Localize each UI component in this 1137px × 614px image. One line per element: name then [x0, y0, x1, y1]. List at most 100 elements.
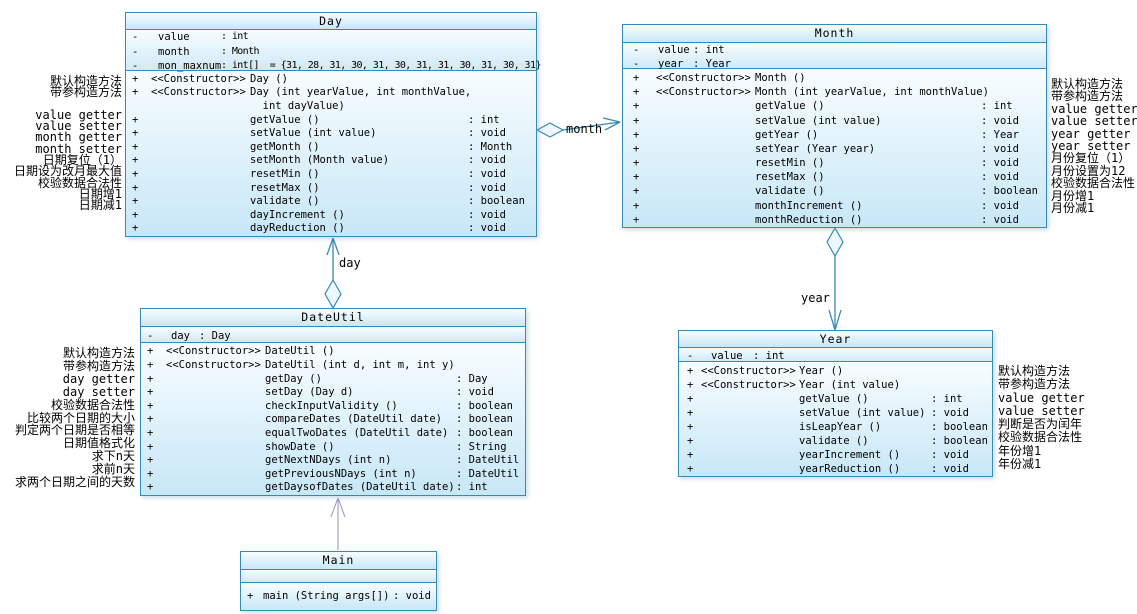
methods-compartment: +main (String args[]): void	[241, 583, 436, 610]
note-line: 默认构造方法	[49, 74, 122, 88]
note-line: 日期值格式化	[62, 436, 135, 451]
note-line: value setter	[998, 403, 1085, 418]
method-row: +isLeapYear (): boolean	[687, 421, 988, 433]
attribute-row: -year: Year	[633, 58, 731, 70]
method-row: +setValue (int value): void	[687, 407, 969, 419]
note-line: 月份设置为12	[1051, 163, 1126, 178]
note-line: value getter	[998, 390, 1085, 405]
class-title-day: Day	[126, 13, 536, 30]
edge-dateutil-day[interactable]	[324, 237, 342, 310]
note-line: 校验数据合法性	[1051, 176, 1136, 191]
note-line: 月份增1	[1051, 188, 1095, 203]
edge-month-year[interactable]	[826, 226, 844, 331]
attributes-compartment: -value: int	[679, 348, 992, 362]
note-line: month getter	[35, 130, 122, 145]
note-line: 求两个日期之间的天数	[14, 475, 135, 490]
method-row: +<<Constructor>>Month ()	[633, 71, 806, 84]
method-row: +<<Constructor>>Month (int yearValue, in…	[633, 86, 989, 99]
attribute-row: -value: int	[687, 350, 785, 362]
note-line: 带参构造方法	[62, 358, 135, 373]
method-row: +setValue (int value): void	[633, 114, 1019, 127]
method-row: +getNextNDays (int n): DateUtil	[147, 454, 520, 467]
attribute-row: -day: Day	[147, 330, 231, 342]
note-line: 日期增1	[78, 186, 122, 201]
note-line: month setter	[35, 141, 122, 156]
edge-label-year: year	[801, 291, 830, 305]
class-title-month: Month	[623, 25, 1046, 43]
methods-compartment: +<<Constructor>>Day () +<<Constructor>>D…	[126, 70, 536, 236]
note-line: value getter	[1051, 101, 1137, 116]
attribute-row: -month: Month	[132, 45, 260, 58]
note-line: 月份复位（1）	[1051, 151, 1131, 166]
method-row: +resetMax (): void	[633, 171, 1019, 184]
method-row: +dayReduction (): void	[132, 222, 506, 235]
class-title-year: Year	[679, 331, 992, 348]
aggregation-diamond-icon	[324, 278, 342, 310]
method-row: +main (String args[]): void	[247, 590, 431, 602]
note-line: 月份减1	[1051, 201, 1095, 216]
method-row: +<<Constructor>>Day (int yearValue, int …	[132, 86, 472, 99]
note-line: 判定两个日期是否相等	[14, 423, 135, 438]
method-row: +setValue (int value): void	[132, 127, 506, 140]
class-title-dateutil: DateUtil	[141, 309, 525, 327]
note-line: year setter	[1051, 139, 1131, 154]
method-row: +getValue (): int	[132, 113, 500, 126]
note-line: 校验数据合法性	[37, 175, 122, 190]
attributes-compartment: -value: int -year: Year	[623, 43, 1046, 70]
class-box-year[interactable]: Year -value: int +<<Constructor>>Year ()…	[678, 330, 993, 477]
methods-compartment: +<<Constructor>>Year () +<<Constructor>>…	[679, 362, 992, 476]
note-line: day setter	[62, 384, 135, 399]
method-row: +getDaysofDates (DateUtil date): int	[147, 481, 488, 494]
class-title-main: Main	[241, 552, 436, 570]
note-line: 年份减1	[998, 457, 1042, 472]
note-line: day getter	[62, 371, 135, 386]
note-line: value getter	[35, 107, 122, 122]
note-line: 校验数据合法性	[998, 430, 1083, 445]
method-row: +getYear (): Year	[633, 128, 1019, 141]
note-line: 带参构造方法	[1051, 89, 1124, 104]
note-line: 日期减1	[78, 198, 122, 213]
attribute-row: -value: int	[132, 31, 249, 43]
note-line: 日期复位（1）	[42, 153, 122, 168]
note-line: 求前n天	[91, 462, 135, 477]
methods-compartment: +<<Constructor>>DateUtil () +<<Construct…	[141, 343, 525, 495]
method-row: +<<Constructor>>DateUtil (int d, int m, …	[147, 359, 455, 372]
edge-label-month: month	[566, 122, 603, 136]
note-line: value setter	[35, 119, 122, 134]
open-arrow-icon	[602, 117, 621, 131]
method-row: +<<Constructor>>Year ()	[687, 365, 844, 377]
attribute-row: -value: int	[633, 44, 725, 56]
method-row: +resetMax (): void	[132, 181, 506, 194]
class-box-main[interactable]: Main +main (String args[]): void	[240, 551, 437, 611]
method-row: +getPreviousNDays (int n): DateUtil	[147, 467, 520, 480]
method-row: +equalTwoDates (DateUtil date): boolean	[147, 427, 513, 440]
method-row: +<<Constructor>>Year (int value)	[687, 379, 901, 391]
method-row: +compareDates (DateUtil date): boolean	[147, 413, 513, 426]
method-row: +monthIncrement (): void	[633, 199, 1019, 212]
note-line: 带参构造方法	[49, 85, 122, 100]
method-row: +yearReduction (): void	[687, 463, 969, 475]
method-row: +setYear (Year year): void	[633, 142, 1019, 155]
note-line: 比较两个日期的大小	[26, 410, 135, 425]
method-row: +yearIncrement (): void	[687, 449, 969, 461]
open-arrow-icon	[330, 497, 346, 518]
class-box-dateutil[interactable]: DateUtil -day: Day +<<Constructor>>DateU…	[140, 308, 526, 496]
edge-main-dateutil[interactable]	[330, 497, 346, 550]
note-line: 求下n天	[91, 449, 135, 464]
method-row: +setDay (Day d): void	[147, 386, 494, 399]
note-line: 校验数据合法性	[50, 397, 135, 412]
aggregation-diamond-icon	[535, 122, 565, 138]
class-box-month[interactable]: Month -value: int -year: Year +<<Constru…	[622, 24, 1047, 228]
attributes-compartment	[241, 570, 436, 583]
open-arrow-icon	[828, 309, 842, 331]
note-line: 默认构造方法	[1051, 77, 1124, 91]
method-row: +showDate (): String	[147, 440, 507, 453]
class-box-day[interactable]: Day -value: int -month: Month -mon_maxnu…	[125, 12, 541, 237]
method-row: +validate (): boolean	[633, 185, 1038, 198]
method-row: +setMonth (Month value): void	[132, 154, 506, 167]
